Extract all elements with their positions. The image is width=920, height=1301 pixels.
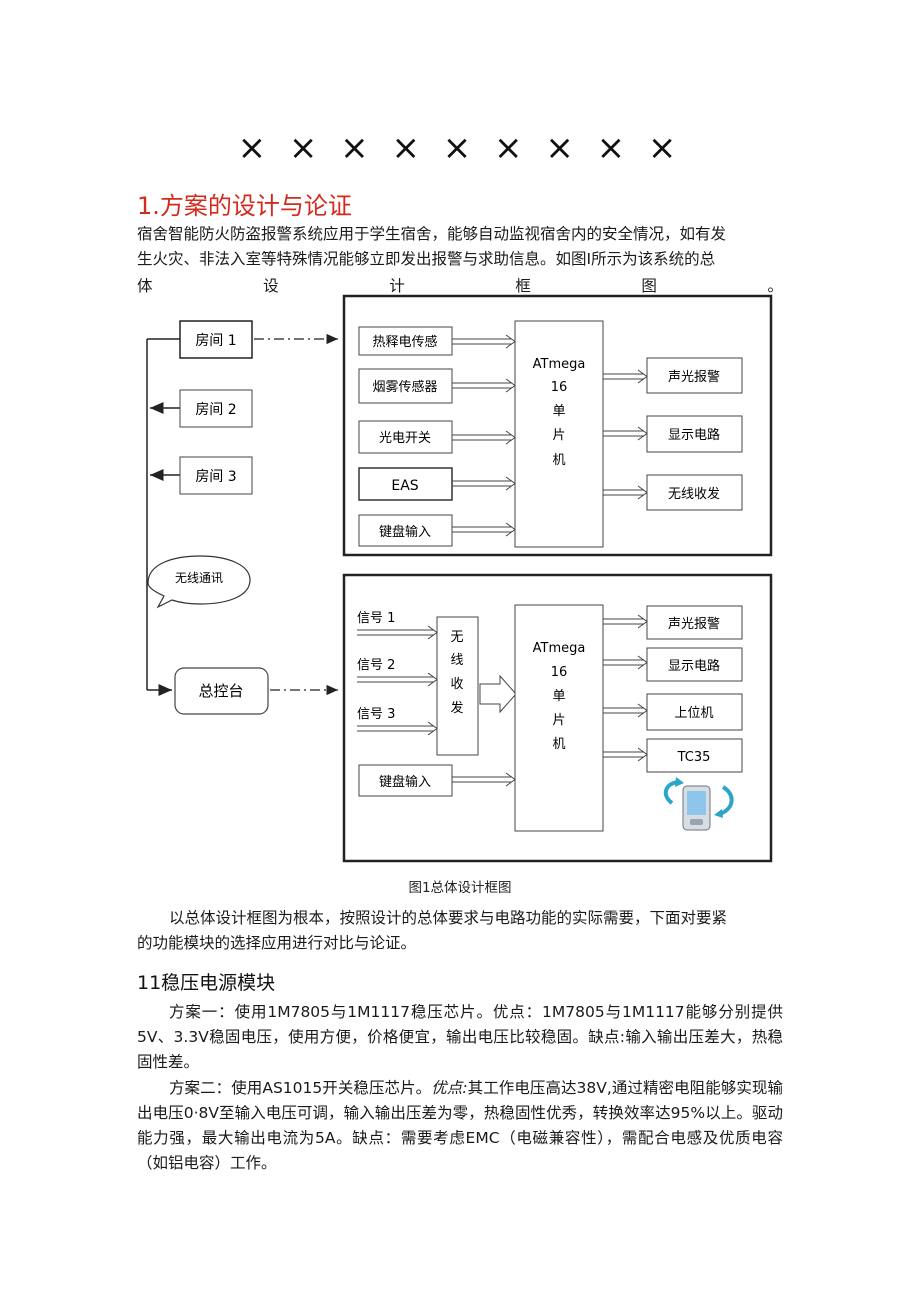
- section-heading-1-1: 11稳压电源模块: [137, 972, 276, 994]
- svg-text:片: 片: [552, 428, 565, 443]
- svg-text:收: 收: [450, 677, 463, 692]
- pyroelectric-sensor-label: 热释电传感: [372, 334, 437, 350]
- plan-one-paragraph: 方案一：使用1M7805与1M1117稳压芯片。优点：1M7805与1M1117…: [137, 1003, 783, 1071]
- plan-two-intro: 方案二：使用AS1015开关稳压芯片。: [169, 1079, 432, 1097]
- bottom-mcu-block: ATmega 16 单 片 机: [514, 604, 604, 832]
- console-label: 总控台: [198, 682, 243, 700]
- wireless-speech-bubble: 无线通讯: [147, 555, 251, 609]
- room-1-label: 房间 1: [195, 333, 236, 349]
- intro-paragraph: 宿舍智能防火防盗报警系统应用于学生宿舍，能够自动监视宿舍内的安全情况，如有发 生…: [137, 222, 783, 272]
- plan-two-paragraph: 方案二：使用AS1015开关稳压芯片。优点:其工作电压高达38V,通过精密电阻能…: [137, 1076, 783, 1176]
- room-3-label: 房间 3: [195, 469, 236, 485]
- mobile-phone-icon: [663, 777, 734, 831]
- svg-text:16: 16: [551, 665, 568, 680]
- photoelectric-switch-label: 光电开关: [379, 431, 431, 446]
- room-3-box: 房间 3: [179, 456, 253, 495]
- svg-text:发: 发: [450, 700, 463, 716]
- plan-two-body: 其工作电压高达38V,通过精密电阻能够实现输出电压0·8V至输入电压可调，输入输…: [137, 1079, 783, 1172]
- alarm-label-2: 声光报警: [668, 616, 720, 632]
- console-box: 总控台: [174, 667, 269, 715]
- room-2-box: 房间 2: [179, 389, 253, 428]
- section-heading-1: 1.方案的设计与论证: [137, 192, 352, 220]
- wireless-transceiver-label: 无线收发: [668, 486, 720, 502]
- word: 框: [515, 277, 531, 295]
- document-title: × × × × × × × × ×: [237, 128, 683, 168]
- figure-caption: 图1总体设计框图: [408, 880, 512, 896]
- bottom-keyboard: 键盘输入: [358, 764, 453, 797]
- display-label: 显示电路: [668, 427, 720, 443]
- tc35-label: TC35: [677, 750, 711, 765]
- intro-line-3: 体 设 计 框 图 。: [137, 274, 783, 296]
- bottom-outputs: 声光报警 显示电路 上位机 TC35: [646, 605, 743, 773]
- svg-text:ATmega: ATmega: [533, 641, 586, 656]
- wireless-bubble-label: 无线通讯: [175, 571, 223, 585]
- top-input-sensors: 热释电传感 烟雾传感器 光电开关 EAS 键盘输入: [358, 326, 453, 547]
- summary-line-2: 的功能模块的选择应用进行对比与论证。: [137, 934, 417, 952]
- svg-text:单: 单: [552, 689, 565, 704]
- mcu-name: ATmega: [533, 357, 586, 372]
- svg-text:机: 机: [552, 453, 565, 468]
- word: 。: [767, 277, 783, 295]
- svg-text:片: 片: [552, 713, 565, 728]
- word: 体: [137, 277, 153, 295]
- eas-label: EAS: [391, 478, 418, 494]
- mcu-model: 16: [551, 380, 568, 395]
- svg-text:单: 单: [552, 404, 565, 419]
- bottom-wireless-block: 无 线 收 发: [436, 616, 479, 756]
- word: 设: [263, 277, 279, 295]
- svg-text:线: 线: [450, 653, 463, 668]
- intro-line-2: 生火灾、非法入室等特殊情况能够立即发出报警与求助信息。如图I所示为该系统的总: [137, 250, 716, 268]
- hollow-arrow: [479, 674, 517, 714]
- keyboard-input-label-2: 键盘输入: [379, 774, 431, 790]
- svg-text:无: 无: [450, 630, 463, 645]
- keyboard-input-label: 键盘输入: [379, 524, 431, 540]
- display-label-2: 显示电路: [668, 658, 720, 674]
- host-computer-label: 上位机: [674, 706, 713, 721]
- signal-3-label: 信号 3: [357, 707, 395, 722]
- word: 图: [641, 277, 657, 295]
- figure-summary-paragraph: 以总体设计框图为根本，按照设计的总体要求与电路功能的实际需要，下面对要紧 的功能…: [137, 906, 783, 956]
- signal-2-label: 信号 2: [357, 658, 395, 673]
- top-mcu-block: ATmega 16 单 片 机: [514, 320, 604, 548]
- bottom-signals: 信号 1 信号 2 信号 3: [357, 611, 395, 722]
- alarm-label: 声光报警: [668, 369, 720, 385]
- word: 计: [389, 277, 405, 295]
- top-outputs: 声光报警 显示电路 无线收发: [646, 357, 743, 511]
- signal-1-label: 信号 1: [357, 611, 395, 626]
- plan-two-advantage-label: 优点:: [431, 1079, 468, 1097]
- smoke-sensor-label: 烟雾传感器: [372, 379, 437, 395]
- room-1-box: 房间 1: [179, 320, 253, 359]
- system-block-diagram: 房间 1 房间 2 房间 3 无线通讯 总控台 热释电传感 烟雾传感器 光电开关…: [146, 294, 773, 863]
- intro-line-1: 宿舍智能防火防盗报警系统应用于学生宿舍，能够自动监视宿舍内的安全情况，如有发: [137, 225, 727, 243]
- svg-text:机: 机: [552, 737, 565, 752]
- summary-line-1: 以总体设计框图为根本，按照设计的总体要求与电路功能的实际需要，下面对要紧: [169, 909, 728, 927]
- room-2-label: 房间 2: [195, 402, 236, 418]
